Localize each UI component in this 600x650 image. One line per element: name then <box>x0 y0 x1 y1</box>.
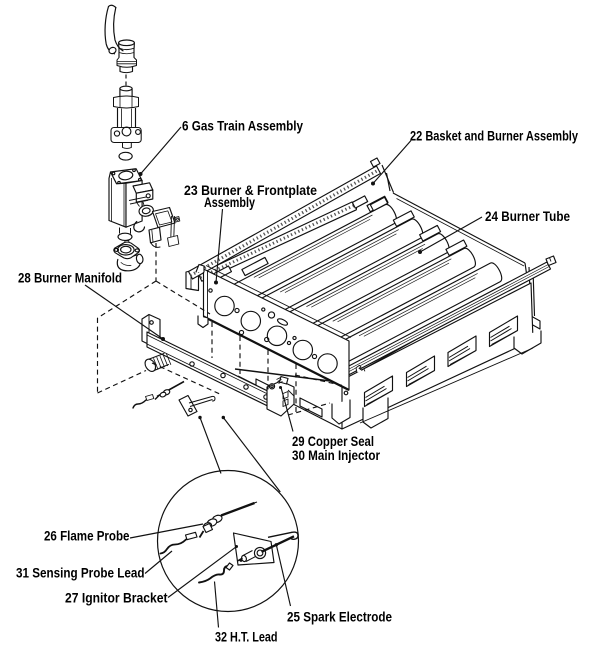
svg-text:27 Ignitor Bracket: 27 Ignitor Bracket <box>65 590 168 606</box>
svg-text:30 Main Injector: 30 Main Injector <box>292 447 380 463</box>
svg-text:6 Gas Train Assembly: 6 Gas Train Assembly <box>182 118 303 134</box>
svg-text:23 Burner & Frontplate: 23 Burner & Frontplate <box>184 182 317 198</box>
svg-text:25 Spark Electrode: 25 Spark Electrode <box>287 609 392 625</box>
svg-text:29 Copper Seal: 29 Copper Seal <box>292 433 374 449</box>
svg-text:31 Sensing Probe Lead: 31 Sensing Probe Lead <box>16 565 145 581</box>
svg-text:28 Burner Manifold: 28 Burner Manifold <box>18 270 122 286</box>
svg-text:22 Basket and Burner Assembly: 22 Basket and Burner Assembly <box>410 128 578 144</box>
svg-text:26 Flame Probe: 26 Flame Probe <box>44 528 130 544</box>
svg-text:32 H.T. Lead: 32 H.T. Lead <box>215 629 278 645</box>
svg-text:Assembly: Assembly <box>204 194 255 210</box>
svg-text:24 Burner Tube: 24 Burner Tube <box>485 208 570 224</box>
